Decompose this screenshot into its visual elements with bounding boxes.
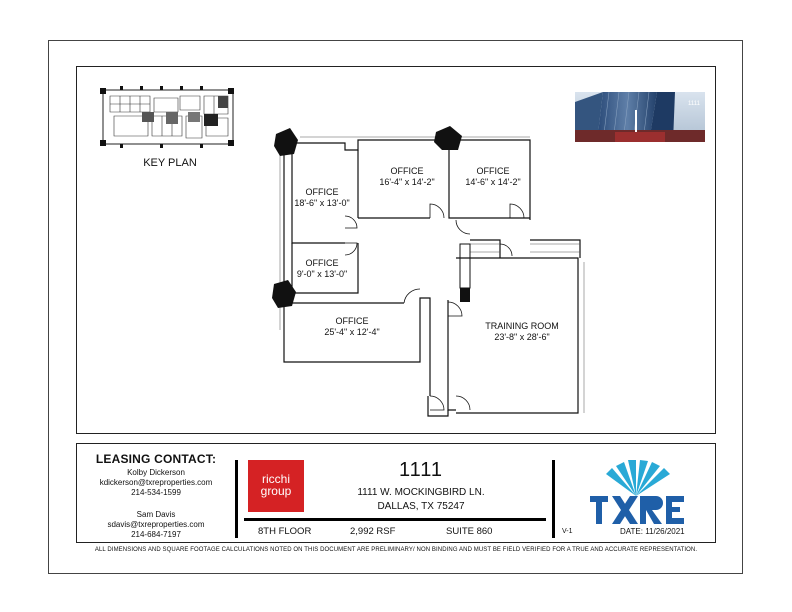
room-training: TRAINING ROOM 23'-8" x 28'-6" (474, 321, 570, 343)
room-5: OFFICE 25'-4" x 12'-4" (312, 316, 392, 338)
room-3: OFFICE 14'-6" x 14'-2" (452, 166, 534, 188)
room-3-name: OFFICE (476, 166, 510, 176)
room-2-dims: 16'-4" x 14'-2" (379, 177, 435, 187)
leasing-contact-heading: LEASING CONTACT: (95, 452, 217, 466)
key-plan-drawing (100, 86, 234, 148)
room-4: OFFICE 9'-0" x 13'-0" (282, 258, 362, 280)
address-line-2: DALLAS, TX 75247 (377, 501, 465, 512)
room-5-dims: 25'-4" x 12'-4" (324, 327, 380, 337)
divider-right (552, 460, 555, 538)
room-4-dims: 9'-0" x 13'-0" (296, 269, 348, 279)
ricchi-group-logo: ricchi group (248, 460, 304, 512)
room-2-name: OFFICE (390, 166, 424, 176)
txre-logo (590, 460, 684, 524)
room-1: OFFICE 18'-6" x 13'-0" (282, 187, 362, 209)
floor-plan-drawing (272, 126, 585, 417)
floor-plan-frame (76, 66, 716, 434)
room-1-dims: 18'-6" x 13'-0" (294, 198, 350, 208)
rsf-label: 2,992 RSF (350, 526, 396, 537)
title-block-frame (76, 443, 716, 543)
divider-horizontal (244, 518, 546, 521)
room-2: OFFICE 16'-4" x 14'-2" (364, 166, 450, 188)
contact-1: Kolby Dickerson kdickerson@txrepropertie… (86, 468, 226, 498)
contact-2-phone: 214-684-7197 (131, 530, 181, 539)
building-number: 1111 (398, 459, 444, 481)
divider-left (235, 460, 238, 538)
room-3-dims: 14'-6" x 14'-2" (465, 177, 521, 187)
address-line-1: 1111 W. MOCKINGBIRD LN. (357, 487, 485, 498)
logo-line-1: ricchi (261, 472, 290, 486)
floor-label: 8TH FLOOR (258, 526, 312, 537)
building-photo: 1111 (575, 92, 705, 142)
logo-line-2: group (260, 484, 292, 498)
contact-2: Sam Davis sdavis@txreproperties.com 214-… (86, 510, 226, 540)
contact-2-email[interactable]: sdavis@txreproperties.com (107, 520, 205, 529)
contact-1-phone: 214-534-1599 (131, 488, 181, 497)
key-plan-label: KEY PLAN (143, 157, 197, 169)
room-training-dims: 23'-8" x 28'-6" (494, 332, 550, 342)
document-sheet (48, 40, 743, 574)
contact-1-name: Kolby Dickerson (127, 468, 185, 477)
room-5-name: OFFICE (335, 316, 369, 326)
revision-label: V-1 (562, 528, 573, 535)
room-1-name: OFFICE (305, 187, 339, 197)
contact-2-name: Sam Davis (136, 510, 176, 519)
disclaimer-text: ALL DIMENSIONS AND SQUARE FOOTAGE CALCUL… (94, 547, 698, 553)
contact-1-email[interactable]: kdickerson@txreproperties.com (99, 478, 213, 487)
room-4-name: OFFICE (305, 258, 339, 268)
suite-label: SUITE 860 (446, 526, 493, 537)
building-sign-text: 1111 (688, 101, 701, 107)
room-training-name: TRAINING ROOM (485, 321, 559, 331)
date-label: DATE: 11/26/2021 (620, 527, 685, 536)
